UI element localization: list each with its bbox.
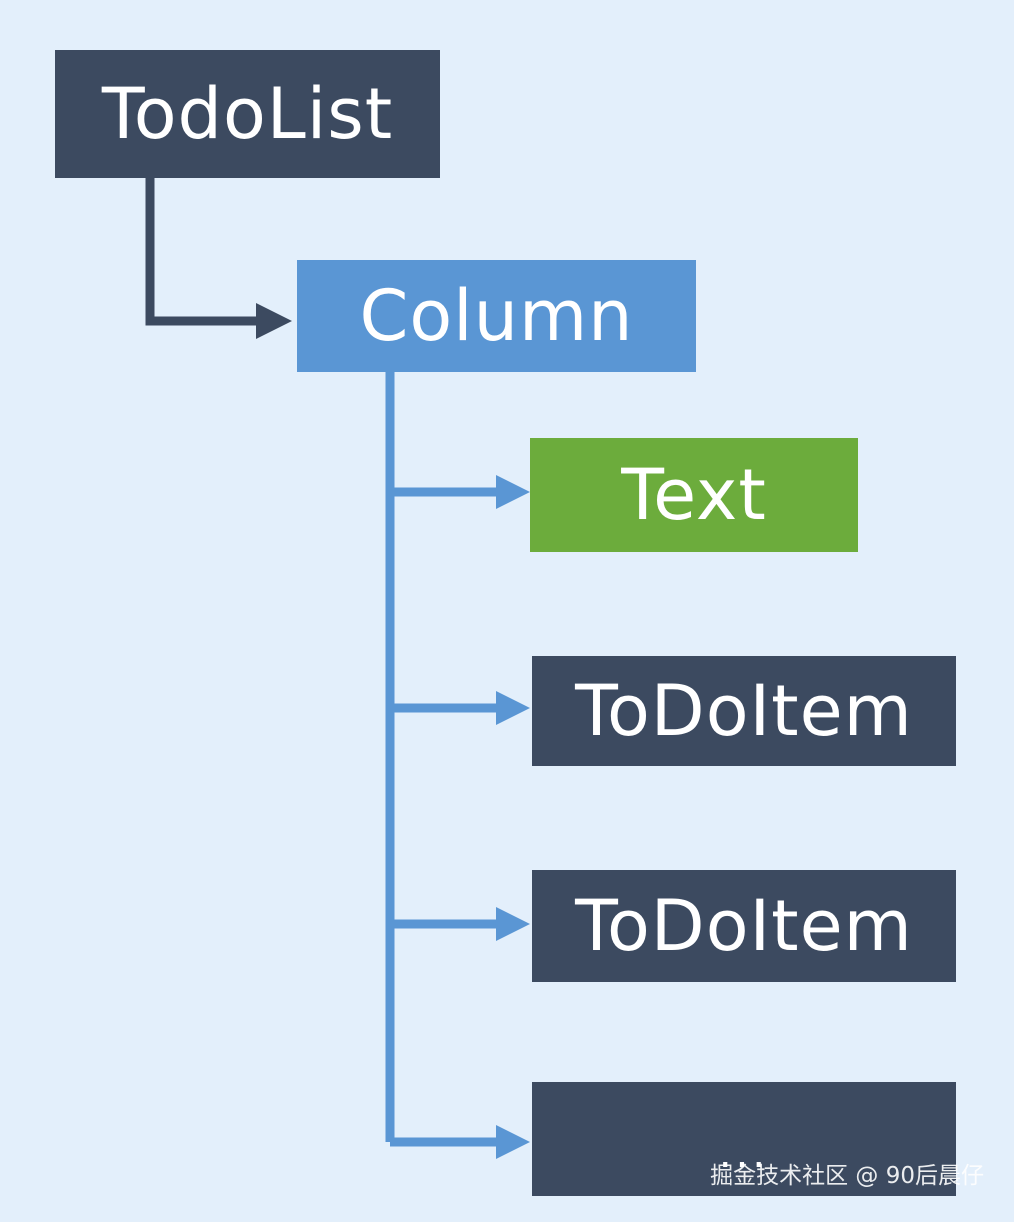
todoitem-node-1: ToDoItem: [532, 656, 956, 766]
todoitem-label-2: ToDoItem: [575, 885, 913, 967]
root-to-column-arrowhead: [256, 303, 292, 339]
text-label: Text: [621, 454, 767, 536]
root-to-column-connector: [145, 178, 258, 326]
todoitem-label-1: ToDoItem: [575, 670, 913, 752]
column-label: Column: [359, 275, 634, 357]
column-to-item1-arrowhead: [496, 691, 530, 725]
todolist-node: TodoList: [55, 50, 440, 178]
text-node: Text: [530, 438, 858, 552]
todolist-label: TodoList: [101, 73, 394, 155]
column-node: Column: [297, 260, 696, 372]
more-items-node: ...: [532, 1082, 956, 1196]
column-to-item3-arrowhead: [496, 1125, 530, 1159]
more-items-label: ...: [718, 1131, 770, 1177]
todoitem-node-2: ToDoItem: [532, 870, 956, 982]
watermark: 掘金技术社区 @ 90后晨仔: [710, 1163, 984, 1189]
column-to-item2-arrowhead: [496, 907, 530, 941]
column-to-text-arrowhead: [496, 475, 530, 509]
